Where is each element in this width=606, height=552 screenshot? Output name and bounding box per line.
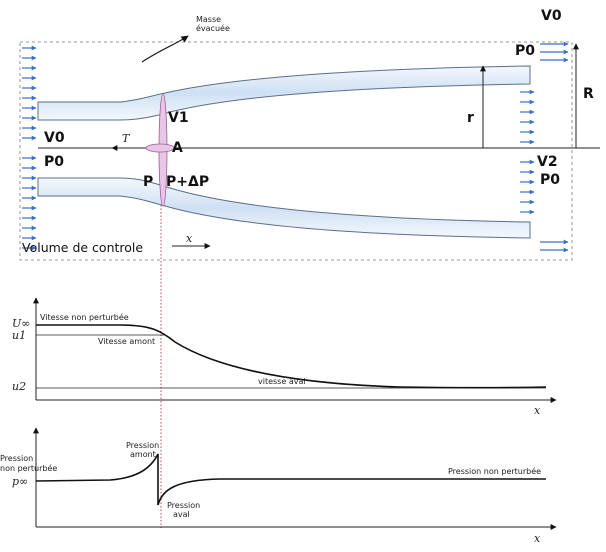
rotor-hub (145, 143, 175, 153)
x-label-top: x (186, 232, 193, 245)
pression-non-perturbee-y-1: Pression (0, 454, 33, 463)
P0-top-label: P0 (515, 43, 535, 59)
pression-non-perturbee-right: Pression non perturbée (448, 466, 541, 476)
T-label: T (122, 132, 131, 145)
upper-streamline-band (37, 65, 531, 121)
pression-amont-label-1: Pression (126, 441, 159, 450)
P0-right-label: P0 (540, 172, 560, 188)
pression-aval-label-1: Pression (167, 501, 200, 510)
V2-label: V2 (537, 154, 558, 170)
pressure-x-label: x (534, 532, 541, 545)
V1-label: V1 (168, 110, 189, 126)
pression-aval-label-2: aval (173, 510, 190, 519)
pressure-curve-upstream (35, 453, 159, 505)
A-label: A (172, 140, 183, 156)
P0-left-label: P0 (44, 154, 64, 170)
left-inflow-arrows (22, 45, 37, 251)
pressure-curve-downstream (157, 478, 546, 506)
vitesse-aval-label: vitesse aval (258, 377, 306, 386)
u1-label: u1 (12, 329, 26, 342)
volume-label: Volume de controle (22, 240, 143, 255)
P-label: P (143, 174, 153, 190)
vitesse-non-perturbee-label: Vitesse non perturbée (40, 312, 129, 322)
V0-left-label: V0 (44, 130, 65, 146)
R-label: R (583, 86, 594, 102)
V0-top-label: V0 (541, 8, 562, 24)
streamtube-diagram: Masse évacuée V0 P0 T V1 A P P+ΔP V2 P0 … (19, 8, 600, 261)
masse-evacuee-label-2: évacuée (196, 23, 230, 33)
vitesse-amont-label: Vitesse amont (98, 337, 155, 346)
Uinf-label: U∞ (12, 317, 30, 330)
pression-non-perturbee-y-2: non perturbée (0, 463, 57, 473)
mass-flow-arrow (141, 35, 189, 63)
r-label: r (467, 110, 474, 126)
lower-streamline-band (37, 177, 531, 239)
velocity-curve (36, 324, 547, 389)
right-freestream-arrows (540, 41, 569, 253)
u2-label: u2 (12, 380, 26, 393)
P-plus-dP-label: P+ΔP (166, 174, 209, 190)
velocity-plot: U∞ u1 u2 Vitesse non perturbée Vitesse a… (12, 297, 557, 417)
velocity-x-label: x (534, 404, 541, 417)
masse-evacuee-label-1: Masse (196, 15, 221, 24)
right-wake-arrows (520, 89, 535, 215)
pression-amont-label-2: amont (130, 450, 156, 459)
pinf-label: p∞ (12, 475, 28, 488)
pressure-plot: Pression non perturbée p∞ Pression amont… (0, 427, 557, 545)
control-volume-box (19, 41, 573, 261)
